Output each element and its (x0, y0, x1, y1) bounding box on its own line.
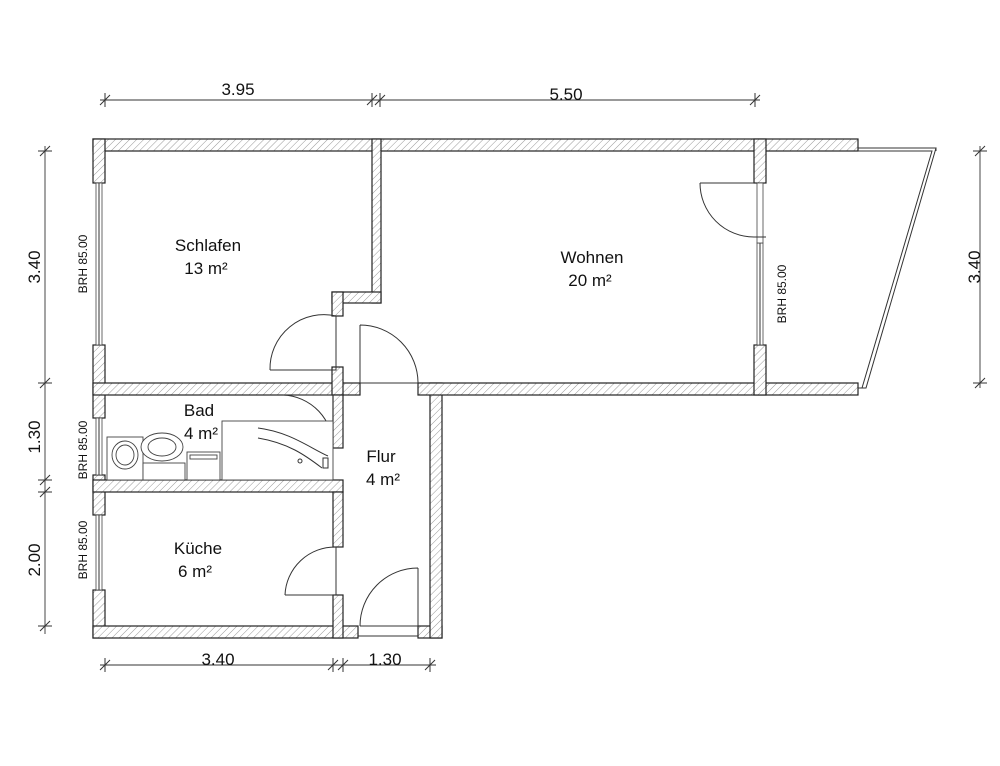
dim-right: 3.40 (965, 250, 984, 283)
dim-left-lower: 2.00 (25, 543, 44, 576)
door-entrance (359, 567, 419, 627)
wall-schlafen-wohnen (371, 138, 382, 304)
wall-schlafen-step-v (331, 291, 344, 317)
wall-kueche-flur-2 (332, 594, 344, 639)
doors (269, 182, 755, 637)
room-name-kueche: Küche (174, 539, 222, 558)
dim-top-right: 5.50 (549, 85, 582, 104)
room-area-kueche: 6 m² (178, 562, 212, 581)
bathtub-icon (221, 420, 334, 481)
wall-schlafen-bottom-stub (331, 366, 344, 396)
brh-label-schlafen: BRH 85.00 (76, 234, 90, 293)
sink-cabinet (142, 462, 186, 481)
room-area-schlafen: 13 m² (184, 259, 228, 278)
wall-top (92, 138, 859, 152)
brh-labels: BRH 85.00 BRH 85.00 BRH 85.00 BRH 85.00 (76, 234, 789, 579)
room-name-wohnen: Wohnen (560, 248, 623, 267)
dim-top-left: 3.95 (221, 80, 254, 99)
door-schlafen (269, 314, 337, 371)
wall-bad-bottom (92, 479, 344, 493)
brh-label-kueche: BRH 85.00 (76, 520, 90, 579)
dim-bottom-left: 3.40 (201, 650, 234, 669)
door-kueche (284, 546, 337, 596)
room-name-bad: Bad (184, 401, 214, 420)
wall-left-2 (92, 344, 106, 419)
room-name-schlafen: Schlafen (175, 236, 241, 255)
room-area-bad: 4 m² (184, 424, 218, 443)
door-flur-wohnen (359, 324, 419, 384)
room-area-wohnen: 20 m² (568, 271, 612, 290)
wall-wohnen-bottom (417, 382, 859, 396)
windows (95, 182, 766, 591)
wall-left-1 (92, 138, 106, 184)
brh-label-wohnen: BRH 85.00 (775, 264, 789, 323)
dim-left-middle: 1.30 (25, 420, 44, 453)
wall-wohnen-right-1 (753, 138, 767, 184)
wall-bad-flur (332, 394, 344, 449)
room-labels: Schlafen 13 m² Wohnen 20 m² Bad 4 m² Flu… (174, 236, 624, 581)
door-wohnen-balcony (699, 182, 755, 238)
wall-kueche-flur-1 (332, 491, 344, 548)
bathroom-fixtures (106, 420, 334, 481)
window-wohnen-door (756, 182, 764, 244)
room-name-flur: Flur (366, 447, 396, 466)
dim-bottom-right: 1.30 (368, 650, 401, 669)
dim-left-upper: 3.40 (25, 250, 44, 283)
walls (92, 138, 859, 639)
room-area-flur: 4 m² (366, 470, 400, 489)
brh-label-bad: BRH 85.00 (76, 420, 90, 479)
wall-wohnen-right-2 (753, 344, 767, 396)
wall-flur-right (429, 382, 443, 639)
wall-schlafen-bottom (92, 382, 339, 396)
balcony (858, 147, 937, 389)
dimension-lines: 3.95 5.50 3.40 1.30 3.40 1.30 2.00 (25, 80, 987, 672)
wall-bottom-1 (92, 625, 359, 639)
